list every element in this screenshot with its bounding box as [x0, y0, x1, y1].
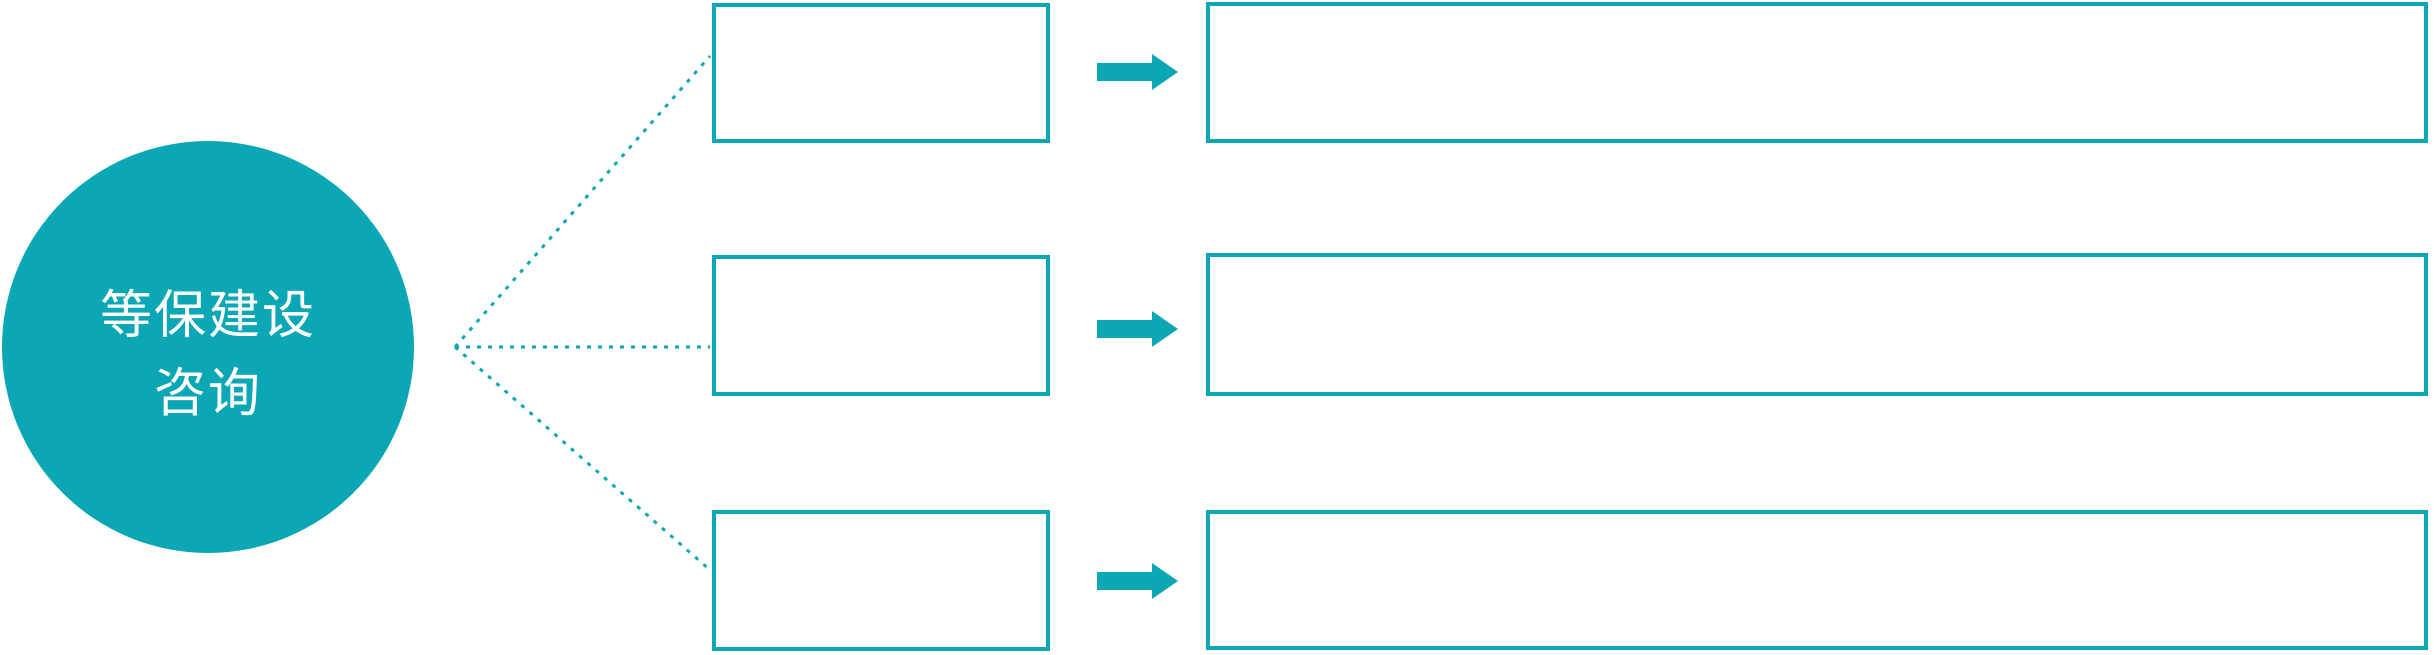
center-node-label-line2: 咨询	[153, 365, 262, 423]
right-arrow-icon	[1097, 54, 1178, 90]
step-box-1	[712, 3, 1050, 143]
step-box-2	[712, 255, 1050, 396]
center-node-label-line1: 等保建设	[99, 287, 316, 345]
detail-box-2	[1206, 253, 2428, 396]
center-circle-node: 等保建设 咨询	[2, 141, 414, 553]
right-arrow-icon	[1097, 563, 1178, 599]
dotted-connector-top	[453, 55, 712, 348]
right-arrow-icon	[1097, 311, 1178, 347]
detail-box-1	[1206, 2, 2428, 143]
dotted-connector-bottom	[454, 345, 711, 572]
center-node-label: 等保建设 咨询	[100, 277, 316, 433]
step-box-3	[712, 510, 1050, 651]
detail-box-3	[1206, 510, 2428, 650]
